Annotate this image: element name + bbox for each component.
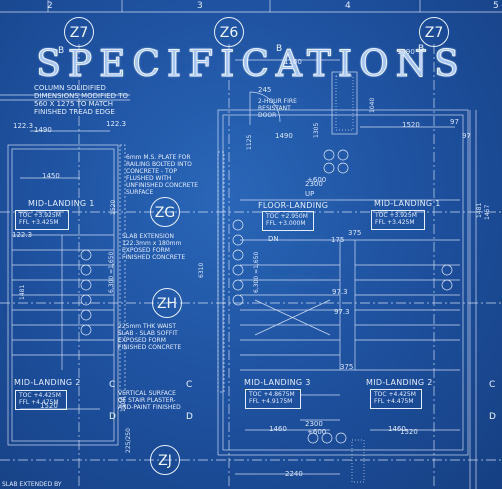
landing-mid1-left-toc: TOC +3.925M bbox=[19, 212, 61, 219]
landing-mid1-left-box: TOC +3.925M FFL +3.425M bbox=[15, 210, 69, 230]
note-vertical-surface: VERTICAL SURFACE OF STAIR PLASTER- AND-P… bbox=[118, 390, 181, 411]
section-mark-b-left: B bbox=[58, 46, 65, 56]
dim-2300-a: 2300 bbox=[305, 180, 323, 188]
dim-1520-a: 1520 bbox=[40, 402, 58, 410]
landing-mid1-right-box: TOC +3.925M FFL +3.425M bbox=[371, 210, 425, 230]
dim-1490-a: 1490 bbox=[34, 126, 52, 134]
note-waist-slab: 225mm THK WAIST SLAB - SLAB SOFFIT EXPOS… bbox=[118, 323, 182, 351]
landing-mid1-right-toc: TOC +3.925M bbox=[375, 212, 417, 219]
dim-97-b: 97 bbox=[462, 132, 471, 140]
dim-1450: 1450 bbox=[42, 172, 60, 180]
dim-6300-mid: 6,300 =1,650 bbox=[253, 251, 260, 293]
dim-1520-c: 1520 bbox=[400, 428, 418, 436]
dim-1040: 1040 bbox=[369, 97, 376, 113]
note-fire-door: 2-HOUR FIRE RESISTANT DOOR bbox=[258, 98, 297, 119]
dim-2240: 2240 bbox=[285, 470, 303, 478]
dim-1457: 1457 bbox=[484, 204, 491, 220]
dim-1490-c: 1490 bbox=[397, 48, 415, 56]
grid-bubble-z6: Z6 bbox=[214, 17, 244, 47]
landing-mid2-left-ffl: FFL +4.475M bbox=[19, 399, 59, 406]
dim-1520-vertical: 1520 bbox=[110, 199, 117, 215]
landing-mid2-left-box: TOC +4.425M FFL +4.475M bbox=[15, 390, 67, 410]
landing-mid3-toc: TOC +4.8675M bbox=[249, 391, 295, 398]
dim-1100: 1100 bbox=[120, 396, 127, 412]
grid-number-2: 2 bbox=[47, 1, 53, 11]
dim-375-a: 375 bbox=[340, 363, 354, 371]
landing-floor-ffl: FFL +3.000M bbox=[266, 220, 306, 227]
landing-mid2-left-name: MID-LANDING 2 bbox=[14, 378, 81, 387]
landing-floor-toc: TOC +2.950M bbox=[266, 213, 308, 220]
dim-122-3-b: 122.3 bbox=[106, 120, 127, 128]
section-mark-c-left: C bbox=[109, 380, 116, 390]
dim-175: 175 bbox=[331, 236, 345, 244]
landing-mid1-right-name: MID-LANDING 1 bbox=[374, 199, 441, 208]
dim-1460-a: 1460 bbox=[269, 425, 287, 433]
label-up: UP bbox=[305, 190, 315, 198]
note-slab-extension: SLAB EXTENSION 122.3mm x 180mm EXPOSED F… bbox=[122, 233, 186, 261]
landing-mid3-box: TOC +4.8675M FFL +4.9175M bbox=[245, 389, 301, 409]
dim-2300-b: 2300 bbox=[305, 420, 323, 428]
section-mark-d-right: D bbox=[489, 412, 496, 422]
note-plate: 6mm M.S. PLATE FOR RAILING BOLTED INTO C… bbox=[126, 154, 199, 196]
landing-mid2-right-name: MID-LANDING 2 bbox=[366, 378, 433, 387]
dim-122-3-c: 122.3 bbox=[12, 231, 33, 239]
dim-1305: 1305 bbox=[313, 122, 320, 138]
grid-number-5: 5 bbox=[493, 1, 499, 11]
dim-97-a: 97 bbox=[450, 118, 459, 126]
landing-mid3-ffl: FFL +4.9175M bbox=[249, 398, 293, 405]
dim-1520-b: 1520 bbox=[402, 121, 420, 129]
dim-225-250: 225/250 bbox=[125, 428, 132, 453]
landing-floor-name: FLOOR-LANDING bbox=[258, 201, 329, 210]
dim-1460-b: 1460 bbox=[388, 425, 406, 433]
dim-6310: 6310 bbox=[198, 262, 205, 278]
dim-245: 245 bbox=[258, 86, 272, 94]
section-mark-b-right: B bbox=[418, 44, 425, 54]
section-mark-d-left: D bbox=[109, 412, 116, 422]
landing-mid2-right-toc: TOC +4.425M bbox=[374, 391, 416, 398]
page-title: SPECIFICATIONS bbox=[36, 44, 466, 86]
grid-number-3: 3 bbox=[197, 1, 203, 11]
grid-bubble-zg: ZG bbox=[150, 197, 180, 227]
grid-bubble-zj: ZJ bbox=[150, 445, 180, 475]
dim-1490-b: 1490 bbox=[275, 132, 293, 140]
landing-mid2-right-ffl: FFL +4.475M bbox=[374, 398, 414, 405]
grid-bubble-zh: ZH bbox=[152, 288, 182, 318]
dim-97-3-a: 97.3 bbox=[332, 288, 348, 296]
dim-375-b: 375 bbox=[348, 229, 362, 237]
label-dn: DN bbox=[268, 235, 279, 243]
section-mark-b-mid: B bbox=[276, 44, 283, 54]
landing-mid3-name: MID-LANDING 3 bbox=[244, 378, 311, 387]
dim-1160: 1160 bbox=[284, 58, 302, 66]
dim-1481: 1481 bbox=[476, 202, 483, 218]
dim-1470: 1481 bbox=[19, 284, 26, 300]
section-mark-c-right: C bbox=[489, 380, 496, 390]
note-column: COLUMN SOLIDIFIED DIMENSIONS MODIFIED TO… bbox=[34, 84, 128, 116]
grid-bubble-z7-right: Z7 bbox=[419, 17, 449, 47]
dim-122-3-a: 122.3 bbox=[13, 122, 34, 130]
landing-floor-box: TOC +2.950M FFL +3.000M bbox=[262, 211, 314, 231]
landing-mid1-left-name: MID-LANDING 1 bbox=[28, 199, 95, 208]
dim-6300-left: 6,300 =1,650 bbox=[108, 251, 115, 293]
note-slab-extended: SLAB EXTENDED BY bbox=[2, 481, 62, 488]
dim-600-a: +600 bbox=[307, 176, 327, 184]
dim-1125: 1125 bbox=[246, 134, 253, 150]
dim-600-b: +600 bbox=[307, 428, 327, 436]
section-mark-c-mid: C bbox=[186, 380, 193, 390]
landing-mid1-left-ffl: FFL +3.425M bbox=[19, 219, 59, 226]
section-mark-d-mid: D bbox=[186, 412, 193, 422]
grid-number-4: 4 bbox=[345, 1, 351, 11]
dim-97-3-b: 97.3 bbox=[334, 308, 350, 316]
landing-mid2-left-toc: TOC +4.425M bbox=[19, 392, 61, 399]
grid-bubble-z7-left: Z7 bbox=[64, 17, 94, 47]
landing-mid1-right-ffl: FFL +3.425M bbox=[375, 219, 415, 226]
landing-mid2-right-box: TOC +4.425M FFL +4.475M bbox=[370, 389, 422, 409]
